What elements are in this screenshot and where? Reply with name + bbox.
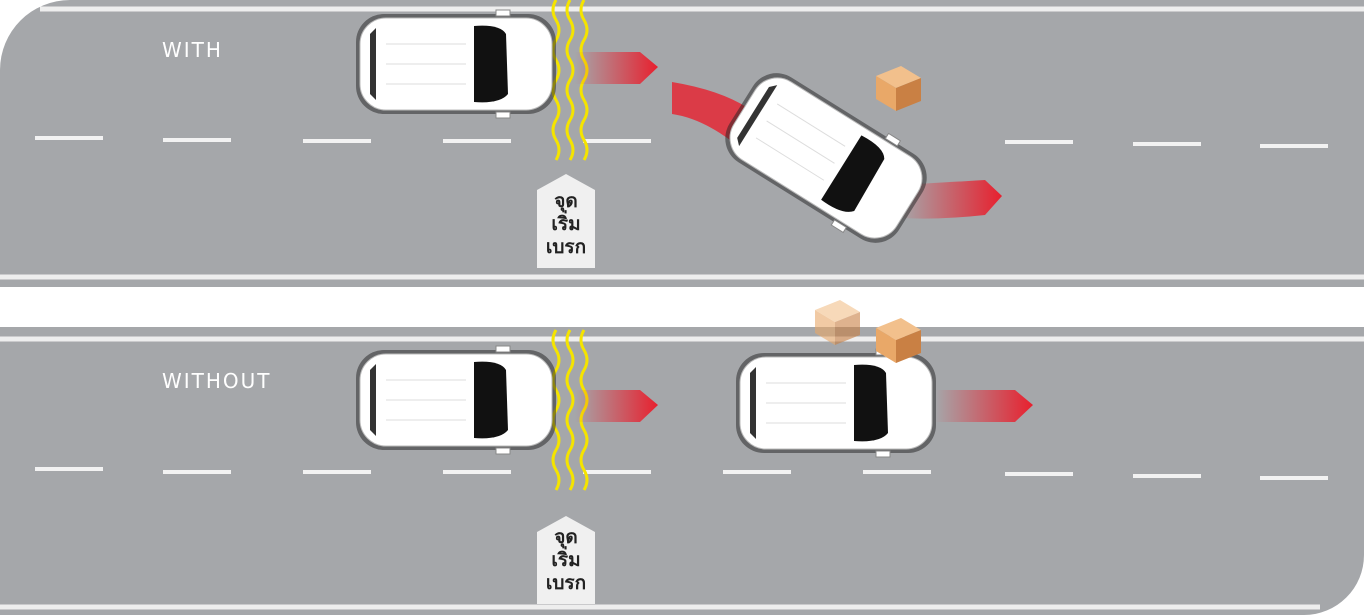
sign-text: จุด เริ่ม เบรก [537, 526, 595, 595]
label-with: WITH [162, 38, 223, 62]
sign-line-3: เบรก [545, 572, 587, 594]
car-with-braking [355, 9, 557, 119]
sign-shape-bottom [537, 516, 595, 604]
car-without-braking [355, 345, 557, 455]
sign-text: จุด เริ่ม เบรก [537, 190, 595, 259]
road-edge-lines [0, 6, 1364, 610]
lane-dashes-bottom [35, 467, 1328, 480]
car-without-collision [735, 348, 937, 458]
sign-line-2: เริ่ม [551, 549, 581, 571]
sign-line-2: เริ่ม [551, 213, 581, 235]
sign-line-3: เบรก [545, 236, 587, 258]
sign-shape-top [537, 174, 595, 268]
skid-mark-top-1 [575, 52, 658, 84]
skid-mark-bottom-2 [935, 390, 1033, 422]
sign-line-1: จุด [554, 526, 578, 548]
box-obstacle-top [876, 66, 921, 111]
brake-start-sign-bottom: จุด เริ่ม เบรก [537, 516, 595, 606]
skid-mark-bottom-1 [575, 390, 658, 422]
skid-mark-top-3 [900, 180, 1002, 219]
brake-start-sign-top: จุด เริ่ม เบรก [537, 180, 595, 270]
label-without: WITHOUT [162, 369, 272, 393]
sign-line-1: จุด [554, 190, 578, 212]
lane-dashes-top [35, 136, 1328, 148]
